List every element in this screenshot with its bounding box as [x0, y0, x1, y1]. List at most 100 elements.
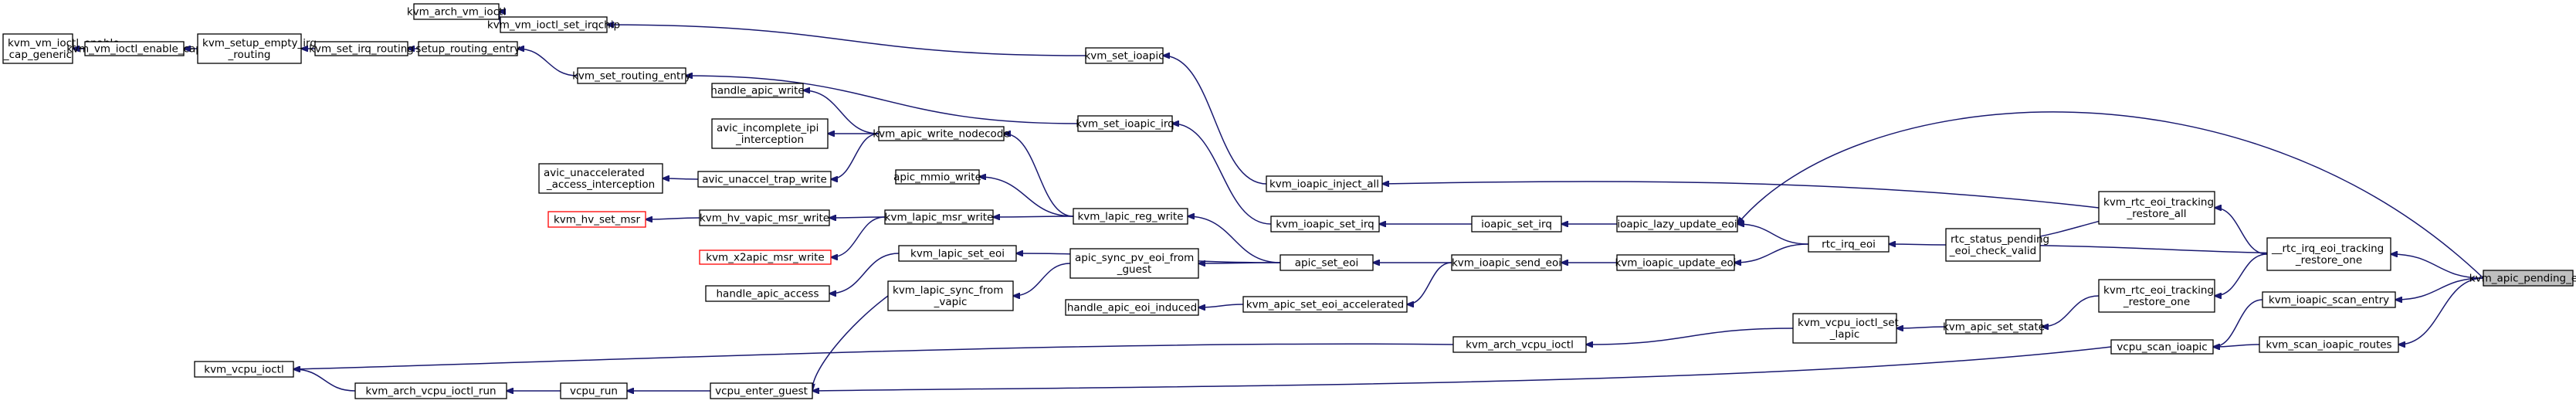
node-label-line: setup_routing_entry: [415, 43, 520, 56]
node-ioapic_lazy_update_eoi[interactable]: ioapic_lazy_update_eoi: [1616, 216, 1738, 233]
node-kvm_hv_set_msr[interactable]: kvm_hv_set_msr: [547, 211, 646, 228]
edge-kvm_set_ioapic-to-kvm_vm_ioctl_set_irqchip: [607, 25, 1086, 56]
node-vcpu_run[interactable]: vcpu_run: [560, 382, 628, 399]
node-label-line: __rtc_irq_eoi_tracking: [2271, 243, 2384, 255]
node-box: [1616, 216, 1738, 233]
node-kvm_rtc_eoi_tracking_restore_all[interactable]: kvm_rtc_eoi_tracking_restore_all: [2098, 191, 2215, 225]
edge-kvm_vcpu_ioctl_set_lapic-to-kvm_arch_vcpu_ioctl: [1586, 328, 1794, 345]
node-box: [2483, 270, 2574, 287]
node-kvm_ioapic_send_eoi[interactable]: kvm_ioapic_send_eoi: [1451, 254, 1562, 271]
node-kvm_lapic_set_eoi[interactable]: kvm_lapic_set_eoi: [898, 245, 1017, 262]
node-box: [314, 41, 408, 56]
node-label-line: kvm_vm_ioctl_enable_cap: [66, 43, 202, 56]
node-handle_apic_write[interactable]: handle_apic_write: [710, 83, 805, 98]
node-kvm_arch_vcpu_ioctl[interactable]: kvm_arch_vcpu_ioctl: [1452, 336, 1587, 353]
node-avic_unaccel_trap_write[interactable]: avic_unaccel_trap_write: [697, 171, 832, 188]
node-label-line: handle_apic_write: [710, 85, 804, 97]
node-label-line: apic_mmio_write: [893, 171, 981, 184]
node-label-line: _eoi_check_valid: [1949, 245, 2036, 257]
node-rtc_status_pending_eoi_check_valid[interactable]: rtc_status_pending_eoi_check_valid: [1945, 228, 2049, 262]
node-kvm_ioapic_set_irq[interactable]: kvm_ioapic_set_irq: [1270, 216, 1380, 233]
node-label-line: kvm_ioapic_inject_all: [1269, 178, 1379, 191]
edge-kvm_lapic_sync_from_vapic-to-vcpu_enter_guest: [812, 295, 889, 391]
edge-__rtc_irq_eoi_tracking_restore_one-to-kvm_rtc_eoi_tracking_restore_all: [2215, 208, 2268, 255]
node-box: [2259, 336, 2399, 353]
node-box: [898, 245, 1017, 262]
edge-kvm_apic_pending_eoi-to-__rtc_irq_eoi_tracking_restore_one: [2391, 254, 2484, 279]
node-box: [1792, 313, 1897, 344]
node-kvm_lapic_reg_write[interactable]: kvm_lapic_reg_write: [1073, 208, 1188, 225]
node-vcpu_enter_guest[interactable]: vcpu_enter_guest: [710, 382, 813, 399]
node-label-line: handle_apic_access: [716, 288, 819, 300]
node-kvm_set_ioapic_irq[interactable]: kvm_set_ioapic_irq: [1076, 115, 1174, 132]
node-vcpu_scan_ioapic[interactable]: vcpu_scan_ioapic: [2110, 339, 2214, 355]
node-kvm_ioapic_scan_entry[interactable]: kvm_ioapic_scan_entry: [2262, 291, 2396, 308]
node-box: [1085, 47, 1164, 64]
node-kvm_apic_pending_eoi[interactable]: kvm_apic_pending_eoi: [2469, 270, 2576, 287]
node-label-line: _lapic: [1829, 328, 1860, 341]
edge-kvm_apic_write_nodecode-to-avic_unaccel_trap_write: [831, 133, 880, 179]
node-label-line: kvm_lapic_set_eoi: [910, 248, 1005, 260]
node-label-line: kvm_scan_ioapic_routes: [2266, 339, 2391, 351]
node-box: [1616, 254, 1735, 271]
edge-kvm_lapic_msr_write-to-kvm_x2apic_msr_write: [831, 216, 886, 257]
node-label-line: _restore_one: [2295, 254, 2362, 267]
node-apic_sync_pv_eoi_from_guest[interactable]: apic_sync_pv_eoi_from_guest: [1069, 248, 1199, 279]
edge-kvm_arch_vcpu_ioctl_run-to-kvm_vcpu_ioctl: [293, 369, 356, 392]
edge-kvm_rtc_eoi_tracking_restore_all-to-kvm_ioapic_inject_all: [1382, 182, 2100, 209]
node-avic_unaccelerated_access_interception[interactable]: avic_unaccelerated_access_interception: [538, 163, 663, 194]
node-label-line: apic_sync_pv_eoi_from: [1075, 252, 1194, 264]
node-label-line: _cap_generic: [3, 49, 72, 61]
node-apic_set_eoi[interactable]: apic_set_eoi: [1280, 254, 1374, 271]
node-rtc_irq_eoi[interactable]: rtc_irq_eoi: [1808, 236, 1890, 253]
node-label-line: kvm_lapic_msr_write: [885, 212, 994, 224]
edge-apic_set_eoi-to-kvm_lapic_reg_write: [1188, 216, 1281, 263]
node-__rtc_irq_eoi_tracking_restore_one[interactable]: __rtc_irq_eoi_tracking_restore_one: [2266, 237, 2391, 271]
node-kvm_apic_set_eoi_accelerated[interactable]: kvm_apic_set_eoi_accelerated: [1242, 296, 1408, 313]
node-kvm_rtc_eoi_tracking_restore_one[interactable]: kvm_rtc_eoi_tracking_restore_one: [2098, 279, 2215, 313]
node-kvm_arch_vm_ioctl[interactable]: kvm_arch_vm_ioctl: [407, 3, 506, 20]
node-label-line: kvm_rtc_eoi_tracking: [2103, 196, 2214, 209]
node-label-line: vcpu_scan_ioapic: [2117, 341, 2207, 354]
node-kvm_set_irq_routing[interactable]: kvm_set_irq_routing: [309, 41, 414, 56]
node-label-line: _guest: [1117, 263, 1152, 276]
node-box: [895, 169, 980, 185]
node-kvm_vm_ioctl_set_irqchip[interactable]: kvm_vm_ioctl_set_irqchip: [487, 16, 620, 33]
node-kvm_vcpu_ioctl[interactable]: kvm_vcpu_ioctl: [194, 361, 294, 378]
edge-kvm_set_ioapic_irq-to-kvm_set_routing_entry: [686, 76, 1079, 124]
node-apic_mmio_write[interactable]: apic_mmio_write: [893, 169, 981, 185]
node-label-line: ioapic_set_irq: [1481, 219, 1552, 231]
node-ioapic_set_irq[interactable]: ioapic_set_irq: [1471, 216, 1562, 233]
node-kvm_vm_ioctl_enable_cap[interactable]: kvm_vm_ioctl_enable_cap: [66, 41, 202, 56]
node-kvm_arch_vcpu_ioctl_run[interactable]: kvm_arch_vcpu_ioctl_run: [354, 382, 507, 399]
node-kvm_vcpu_ioctl_set_lapic[interactable]: kvm_vcpu_ioctl_set_lapic: [1792, 313, 1899, 344]
node-setup_routing_entry[interactable]: setup_routing_entry: [415, 41, 520, 56]
node-handle_apic_access[interactable]: handle_apic_access: [705, 285, 830, 302]
node-box: [1270, 216, 1380, 233]
node-box: [697, 171, 832, 188]
edges-layer: [73, 12, 2484, 392]
node-label-line: _restore_all: [2127, 208, 2187, 220]
node-box: [1945, 228, 2041, 262]
node-label-line: kvm_set_ioapic_irq: [1076, 118, 1174, 131]
node-label-line: _vapic: [934, 296, 968, 308]
node-kvm_set_routing_entry[interactable]: kvm_set_routing_entry: [572, 67, 691, 84]
node-label-line: vcpu_run: [570, 385, 618, 398]
node-box: [711, 118, 829, 149]
node-kvm_scan_ioapic_routes[interactable]: kvm_scan_ioapic_routes: [2259, 336, 2399, 353]
node-kvm_setup_empty_irq_routing[interactable]: kvm_setup_empty_irq_routing: [197, 33, 317, 64]
node-kvm_ioapic_update_eoi[interactable]: kvm_ioapic_update_eoi: [1615, 254, 1737, 271]
node-kvm_hv_vapic_msr_write[interactable]: kvm_hv_vapic_msr_write: [699, 209, 830, 226]
node-kvm_lapic_msr_write[interactable]: kvm_lapic_msr_write: [884, 209, 994, 225]
node-avic_incomplete_ipi_interception[interactable]: avic_incomplete_ipi_interception: [711, 118, 829, 149]
node-kvm_x2apic_msr_write[interactable]: kvm_x2apic_msr_write: [699, 250, 832, 265]
node-label-line: kvm_vcpu_ioctl: [204, 364, 283, 376]
node-kvm_ioapic_inject_all[interactable]: kvm_ioapic_inject_all: [1266, 175, 1383, 192]
node-box: [1065, 299, 1199, 316]
node-kvm_apic_set_state[interactable]: kvm_apic_set_state: [1943, 319, 2045, 334]
node-kvm_set_ioapic[interactable]: kvm_set_ioapic: [1084, 47, 1164, 64]
node-handle_apic_eoi_induced[interactable]: handle_apic_eoi_induced: [1065, 299, 1199, 316]
edge-kvm_ioapic_set_irq-to-kvm_set_ioapic_irq: [1172, 124, 1272, 225]
node-kvm_lapic_sync_from_vapic[interactable]: kvm_lapic_sync_from_vapic: [887, 280, 1014, 311]
node-kvm_apic_write_nodecode[interactable]: kvm_apic_write_nodecode: [873, 126, 1010, 141]
